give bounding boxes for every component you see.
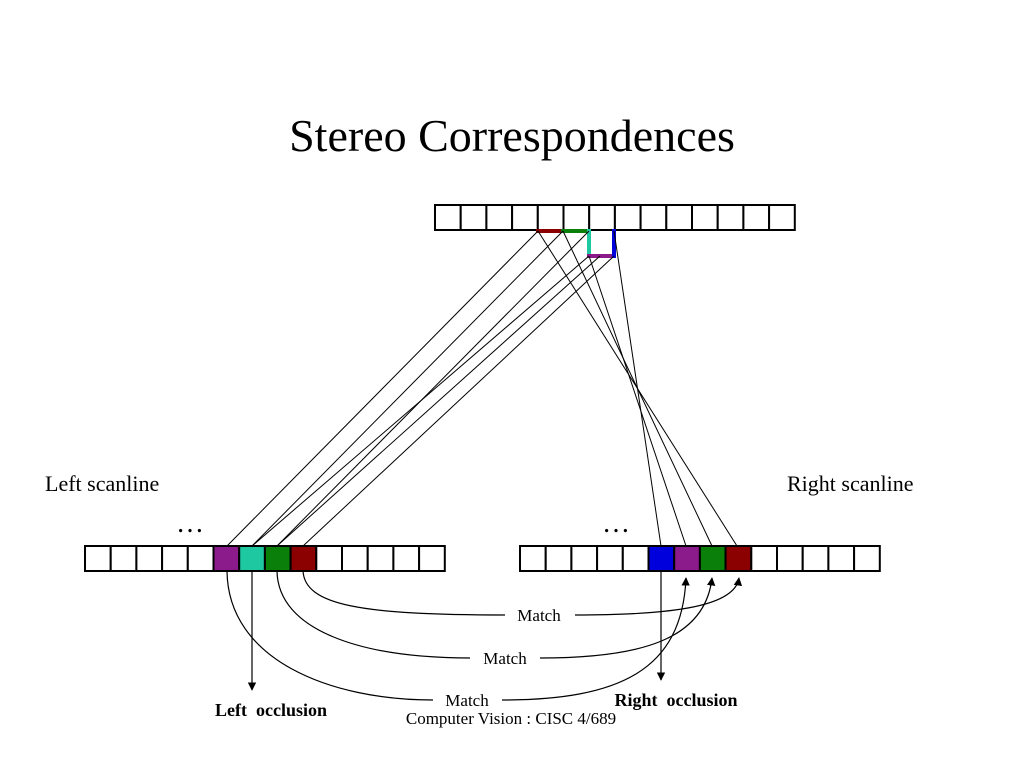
disparity-cell: [459, 204, 488, 231]
left-scanline-pixel: [418, 545, 446, 572]
right-scanline-pixel: [544, 545, 573, 572]
right-scanline-pixel: [776, 545, 804, 572]
left-scanline-pixel: [392, 545, 421, 572]
correspondence-line: [251, 230, 564, 547]
disparity-cell: [562, 204, 591, 231]
right-occlusion-label: Right occlusion: [614, 690, 737, 710]
right-scanline-pixel: [698, 545, 727, 572]
left-scanline-pixel: [161, 545, 189, 572]
left-ellipsis: …: [176, 508, 204, 539]
right-scanline-pixel: [519, 545, 547, 572]
match-arc-1: [302, 571, 739, 616]
left-scanline-pixel: [289, 545, 318, 572]
left-scanline-pixel: [315, 545, 343, 572]
left-scanline-pixel: [263, 545, 292, 572]
disparity-cell: [665, 204, 693, 231]
match-arc-3: [226, 571, 686, 701]
disparity-path: [536, 229, 616, 258]
slide-title: Stereo Correspondences: [289, 110, 735, 161]
right-scanline-pixel: [596, 545, 624, 572]
right-scanline-pixel: [570, 545, 599, 572]
left-scanline-pixel: [186, 545, 215, 572]
disparity-cell: [485, 204, 514, 231]
right-scanline-label: Right scanline: [787, 471, 913, 496]
left-scanline-pixel: [109, 545, 138, 572]
correspondence-line: [226, 230, 539, 547]
correspondence-lines: [226, 230, 738, 547]
disparity-cell: [639, 204, 668, 231]
footer-text: Computer Vision : CISC 4/689: [406, 709, 616, 728]
disparity-cell: [716, 204, 745, 231]
right-scanline-pixel: [853, 545, 881, 572]
right-scanline: [519, 545, 881, 572]
disparity-cell: [511, 204, 539, 231]
left-scanline: [84, 545, 446, 572]
right-scanline-pixel: [827, 545, 856, 572]
correspondence-line: [302, 255, 615, 547]
left-scanline-pixel: [84, 545, 112, 572]
left-scanline-pixel: [341, 545, 369, 572]
left-occlusion-label: Left occlusion: [215, 700, 327, 720]
disparity-cell: [434, 204, 462, 231]
correspondence-line: [613, 230, 662, 547]
disparity-cell: [768, 204, 796, 231]
disparity-cell: [691, 204, 719, 231]
right-scanline-pixel: [801, 545, 830, 572]
right-scanline-pixel: [621, 545, 650, 572]
left-scanline-pixel: [135, 545, 164, 572]
right-scanline-pixel: [750, 545, 778, 572]
right-scanline-pixel: [647, 545, 676, 572]
disparity-cell: [613, 204, 642, 231]
correspondence-line: [276, 230, 590, 547]
match-label-2: Match: [483, 649, 527, 668]
match-label-3: Match: [445, 691, 489, 710]
disparity-space-row: [434, 204, 796, 231]
correspondence-line: [588, 255, 687, 547]
left-scanline-pixel: [366, 545, 395, 572]
disparity-cell: [536, 204, 565, 231]
left-scanline-label: Left scanline: [45, 471, 159, 496]
correspondence-line: [251, 255, 590, 547]
right-ellipsis: …: [602, 508, 630, 539]
correspondence-line: [276, 255, 601, 547]
right-scanline-pixel: [724, 545, 753, 572]
disparity-cell: [742, 204, 771, 231]
match-label-1: Match: [517, 606, 561, 625]
left-scanline-pixel: [238, 545, 266, 572]
disparity-cell: [588, 204, 616, 231]
left-scanline-pixel: [212, 545, 241, 572]
right-scanline-pixel: [673, 545, 701, 572]
